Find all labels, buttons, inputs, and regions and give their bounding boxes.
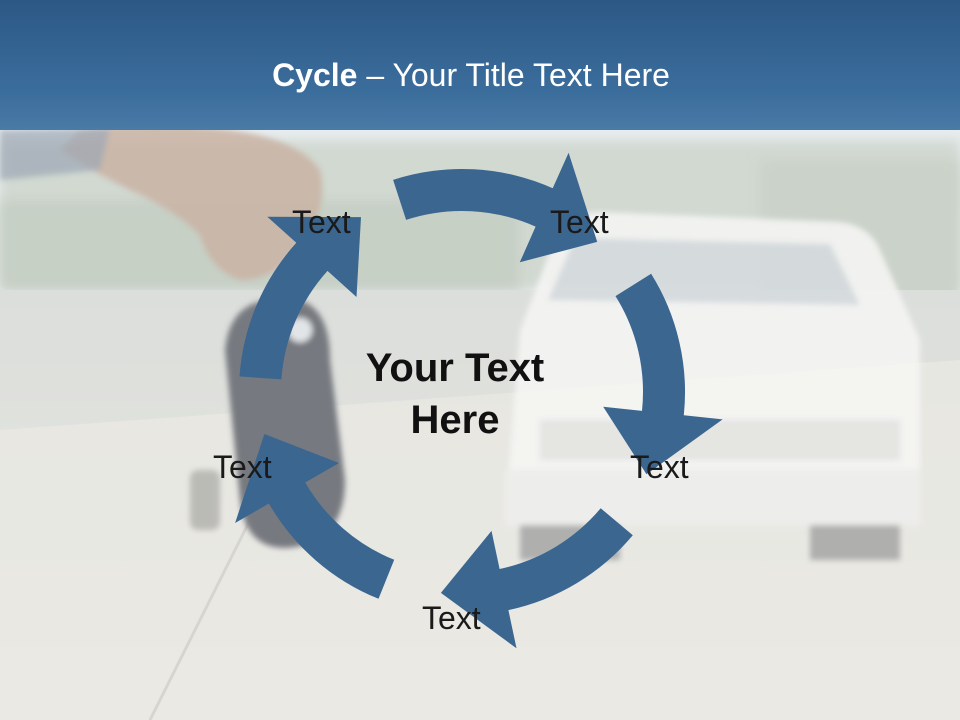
- center-text-line1: Your Text: [365, 346, 545, 390]
- cycle-label-5: Text: [213, 449, 272, 485]
- cycle-arrow-1: [393, 152, 598, 263]
- slide-title: Cycle – Your Title Text Here: [0, 52, 942, 98]
- cycle-label-1: Text: [292, 204, 351, 240]
- center-text: Your Text Here: [330, 342, 580, 446]
- cycle-arrow-4: [235, 434, 395, 599]
- center-text-line2: Here: [410, 398, 500, 442]
- cycle-label-3: Text: [630, 449, 689, 485]
- title-rest: – Your Title Text Here: [357, 57, 670, 93]
- title-bold: Cycle: [272, 57, 358, 93]
- cycle-arrow-3: [440, 508, 633, 649]
- cycle-arrow-2: [603, 273, 723, 475]
- cycle-label-2: Text: [550, 204, 609, 240]
- cycle-arrow-5: [239, 216, 361, 380]
- cycle-label-4: Text: [422, 600, 481, 636]
- title-bar: [0, 0, 960, 130]
